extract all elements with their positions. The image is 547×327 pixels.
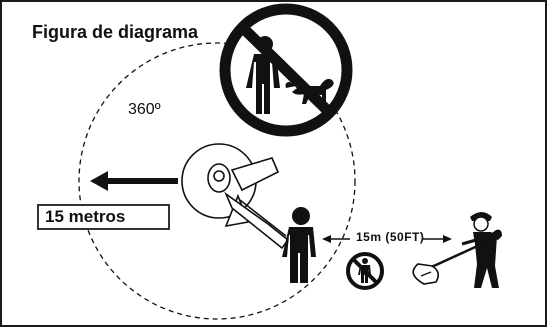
trimmer-head-icon — [181, 143, 290, 250]
operator-with-trimmer-icon — [412, 212, 502, 288]
gap-distance-label: 15m (50FT) — [356, 230, 425, 244]
arrow-left-icon — [90, 171, 178, 191]
diagram-title: Figura de diagrama — [32, 22, 199, 42]
double-arrow-icon — [322, 235, 452, 243]
bystander-icon — [282, 207, 316, 283]
no-people-or-animals-sign — [219, 3, 353, 137]
distance-label-box: 15 metros — [37, 204, 170, 230]
small-no-person-sign — [346, 252, 384, 290]
safety-radius-circle — [78, 42, 356, 320]
angle-label: 360º — [128, 101, 161, 118]
